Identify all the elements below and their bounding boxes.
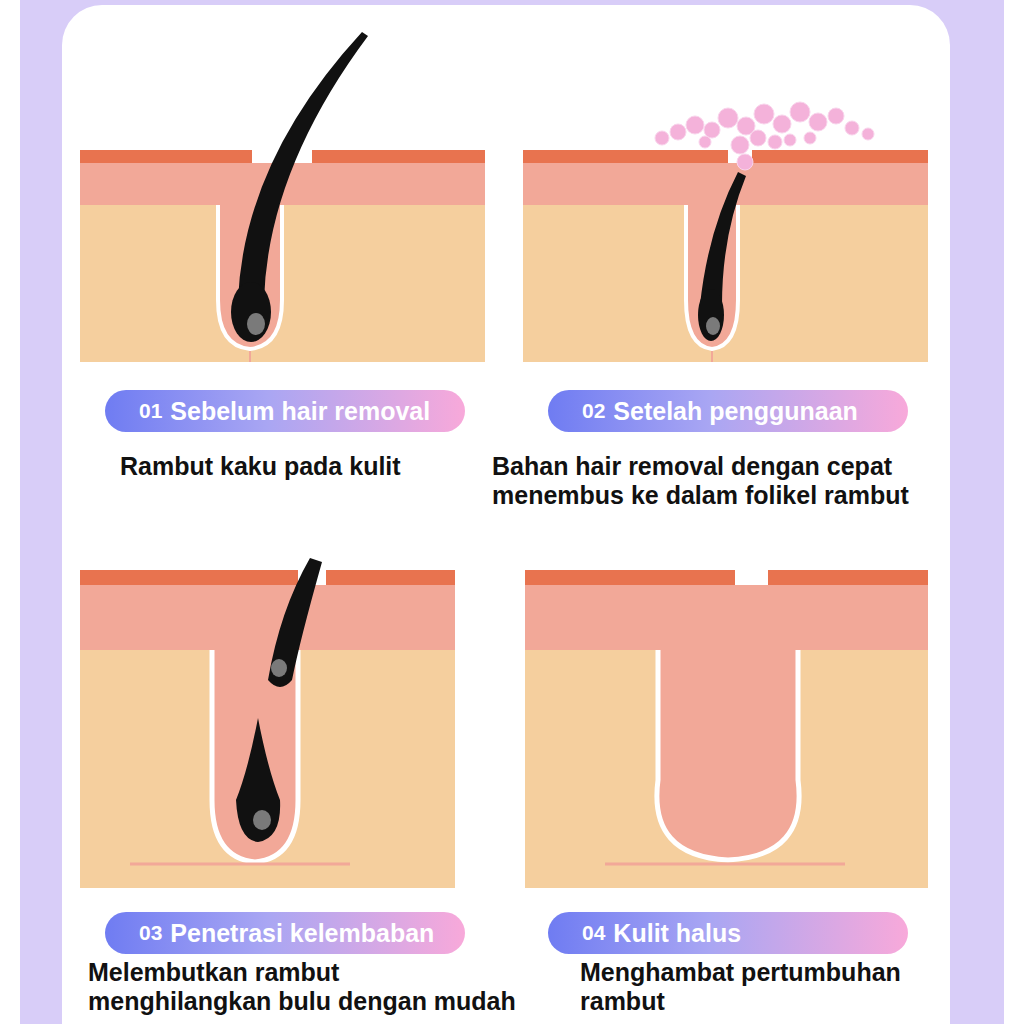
step-pill: 03 Penetrasi kelembaban <box>105 912 465 954</box>
skin-smooth <box>525 570 928 888</box>
step-description: Melembutkan rambut menghilangkan bulu de… <box>88 958 520 1016</box>
step-title: Setelah penggunaan <box>613 397 857 426</box>
callout-number: 03 <box>139 921 162 945</box>
skin-after-application <box>523 102 928 362</box>
step-title: Penetrasi kelembaban <box>170 919 434 948</box>
step-description: Menghambat pertumbuhan rambut <box>580 958 940 1016</box>
step-pill: 04 Kulit halus <box>548 912 908 954</box>
step-pill: 01 Sebelum hair removal <box>105 390 465 432</box>
step-description: Bahan hair removal dengan cepat menembus… <box>492 452 964 510</box>
skin-moisture-penetration <box>80 558 455 888</box>
callout-number: 04 <box>582 921 605 945</box>
callout-number: 02 <box>582 399 605 423</box>
callout-number: 01 <box>139 399 162 423</box>
step-description: Rambut kaku pada kulit <box>120 452 520 481</box>
step-pill: 02 Setelah penggunaan <box>548 390 908 432</box>
step-title: Kulit halus <box>613 919 741 948</box>
step-title: Sebelum hair removal <box>170 397 430 426</box>
skin-before <box>80 32 485 362</box>
